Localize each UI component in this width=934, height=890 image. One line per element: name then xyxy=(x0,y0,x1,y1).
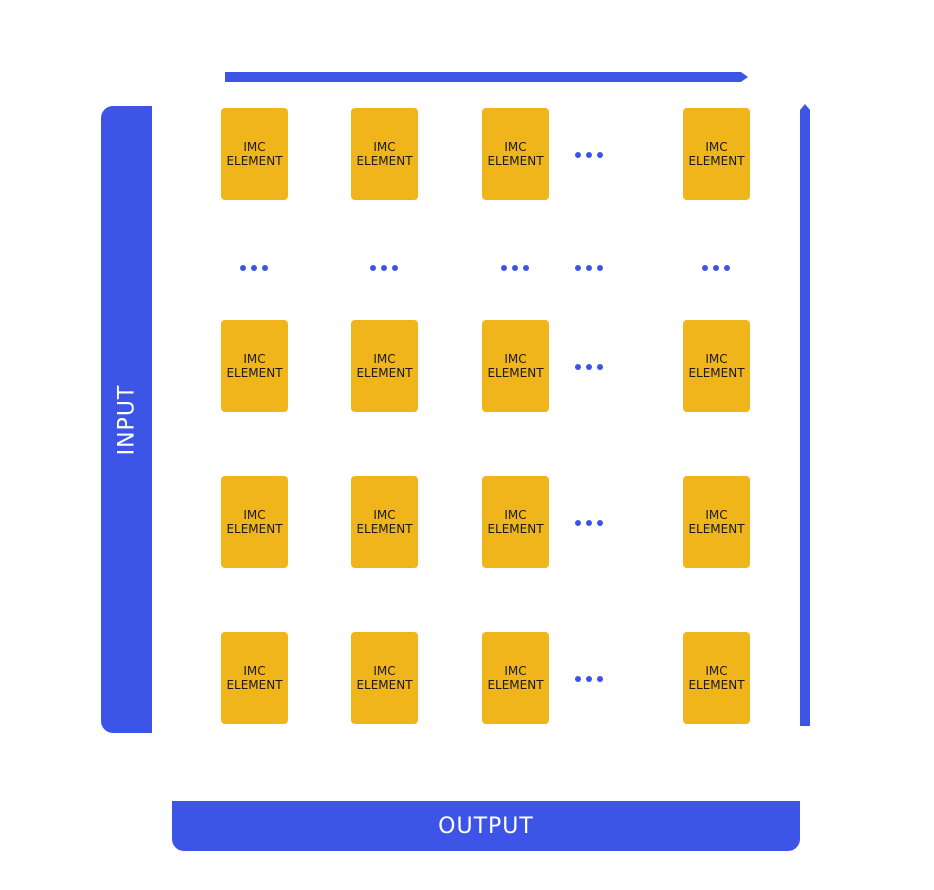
ellipsis-dot xyxy=(240,265,246,271)
imc-element-label-line2: ELEMENT xyxy=(356,522,413,536)
ellipsis-dots-icon xyxy=(569,363,609,371)
ellipsis-dot xyxy=(575,364,581,370)
ellipsis-dot xyxy=(501,265,507,271)
ellipsis-dot xyxy=(575,152,581,158)
imc-element-label-line1: IMC xyxy=(705,508,728,522)
imc-element-label-line1: IMC xyxy=(504,664,527,678)
imc-element-label-line1: IMC xyxy=(705,664,728,678)
imc-element-label-line2: ELEMENT xyxy=(226,678,283,692)
ellipsis-dots-icon xyxy=(364,264,404,272)
ellipsis-dots-icon xyxy=(569,519,609,527)
ellipsis-dot xyxy=(381,265,387,271)
imc-element-label-line2: ELEMENT xyxy=(226,154,283,168)
ellipsis-dot xyxy=(392,265,398,271)
input-label: INPUT xyxy=(114,384,139,455)
imc-element-label-line2: ELEMENT xyxy=(356,678,413,692)
ellipsis-dots-icon xyxy=(569,675,609,683)
ellipsis-dot xyxy=(702,265,708,271)
imc-element-label-line1: IMC xyxy=(705,352,728,366)
imc-element-label-line1: IMC xyxy=(243,140,266,154)
imc-element-label-line2: ELEMENT xyxy=(487,678,544,692)
ellipsis-dot xyxy=(586,265,592,271)
ellipsis-dots-icon xyxy=(696,264,736,272)
ellipsis-dot xyxy=(586,364,592,370)
ellipsis-dot xyxy=(597,676,603,682)
imc-element-label-line1: IMC xyxy=(373,664,396,678)
input-bus: INPUT xyxy=(101,106,152,733)
imc-element-label-line2: ELEMENT xyxy=(487,522,544,536)
imc-element-label-line2: ELEMENT xyxy=(226,366,283,380)
ellipsis-dot xyxy=(512,265,518,271)
ellipsis-dot xyxy=(597,152,603,158)
imc-element-label-line2: ELEMENT xyxy=(356,154,413,168)
ellipsis-dot xyxy=(713,265,719,271)
output-bus: OUTPUT xyxy=(172,801,800,851)
output-label: OUTPUT xyxy=(438,813,534,839)
imc-element-label-line2: ELEMENT xyxy=(487,366,544,380)
imc-element-label-line1: IMC xyxy=(373,508,396,522)
ellipsis-dot xyxy=(724,265,730,271)
imc-element-label-line2: ELEMENT xyxy=(226,522,283,536)
imc-element-label-line1: IMC xyxy=(705,140,728,154)
imc-element-label-line2: ELEMENT xyxy=(487,154,544,168)
ellipsis-dot xyxy=(575,520,581,526)
imc-element-label-line1: IMC xyxy=(243,664,266,678)
ellipsis-dots-icon xyxy=(495,264,535,272)
imc-element-label-line2: ELEMENT xyxy=(356,366,413,380)
ellipsis-dot xyxy=(597,520,603,526)
ellipsis-dot xyxy=(597,265,603,271)
imc-element-label-line2: ELEMENT xyxy=(688,366,745,380)
ellipsis-dot xyxy=(586,676,592,682)
imc-element-label-line1: IMC xyxy=(243,508,266,522)
ellipsis-dot xyxy=(586,152,592,158)
imc-element-label-line1: IMC xyxy=(504,508,527,522)
ellipsis-dot xyxy=(251,265,257,271)
ellipsis-dot xyxy=(262,265,268,271)
imc-element-label-line1: IMC xyxy=(373,352,396,366)
imc-element-label-line1: IMC xyxy=(373,140,396,154)
ellipsis-dot xyxy=(597,364,603,370)
ellipsis-dot xyxy=(523,265,529,271)
imc-element-label-line2: ELEMENT xyxy=(688,154,745,168)
ellipsis-dot xyxy=(575,676,581,682)
ellipsis-dot xyxy=(575,265,581,271)
ellipsis-dots-icon xyxy=(569,264,609,272)
ellipsis-dot xyxy=(370,265,376,271)
imc-element-label-line1: IMC xyxy=(504,352,527,366)
imc-element-label-line1: IMC xyxy=(243,352,266,366)
imc-element-label-line2: ELEMENT xyxy=(688,678,745,692)
imc-element-label-line2: ELEMENT xyxy=(688,522,745,536)
ellipsis-dot xyxy=(586,520,592,526)
ellipsis-dots-icon xyxy=(569,151,609,159)
ellipsis-dots-icon xyxy=(234,264,274,272)
imc-element-label-line1: IMC xyxy=(504,140,527,154)
